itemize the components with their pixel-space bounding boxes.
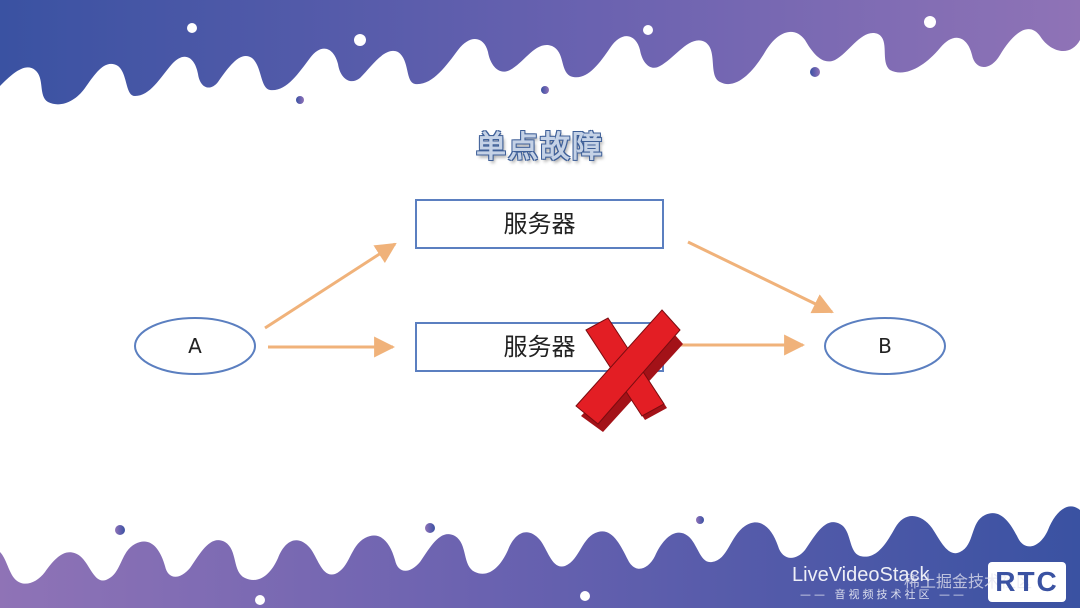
bottom-splash-decoration <box>0 506 1080 608</box>
arrow-a-to-server-top <box>264 242 397 330</box>
node-a-label: A <box>188 334 202 358</box>
diagram-title: 单点故障 <box>476 130 604 165</box>
rtc-logo-text: RTC <box>995 566 1059 597</box>
server-top-label: 服务器 <box>503 210 576 238</box>
top-splash-decoration <box>0 0 1080 105</box>
arrow-server-top-to-b <box>687 240 834 314</box>
server-top-box <box>415 199 664 249</box>
watermark-brand-main: LiveVideoStack <box>792 564 930 586</box>
server-bottom-label: 服务器 <box>503 333 576 361</box>
failure-x-icon <box>575 309 683 432</box>
rtc-logo <box>988 562 1066 602</box>
watermark-brand-sub: —— 音视频技术社区 —— <box>800 588 967 601</box>
node-b-ellipse <box>824 317 946 375</box>
node-b-label: B <box>878 334 892 358</box>
watermark-overlay-text: 稀土掘金技术社区 <box>904 572 1033 591</box>
node-a-ellipse <box>134 317 256 375</box>
arrows <box>264 240 834 358</box>
